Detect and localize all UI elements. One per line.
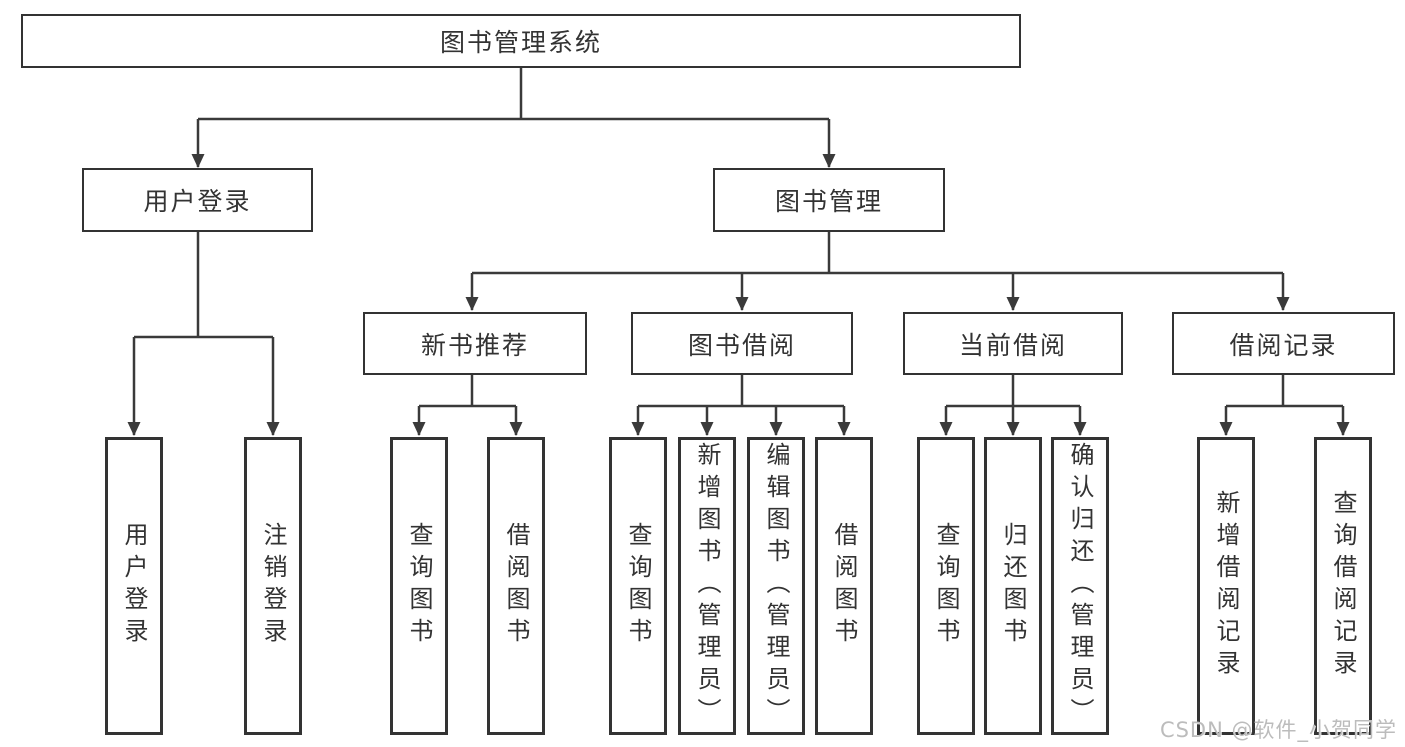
node-new-book-recommend: 新书推荐 xyxy=(363,312,587,375)
leaf-query-book-under-recommend: 查询图书 xyxy=(390,437,448,735)
leaf-borrow-book-under-recommend-label: 借阅图书 xyxy=(502,522,530,650)
leaf-user-login: 用户登录 xyxy=(105,437,163,735)
leaf-query-book-under-current: 查询图书 xyxy=(917,437,975,735)
connector-new-book-rec-to-leaves xyxy=(412,375,523,436)
leaf-user-login-label: 用户登录 xyxy=(120,522,148,650)
leaf-logout-login-label: 注销登录 xyxy=(259,522,287,650)
leaf-logout-login: 注销登录 xyxy=(244,437,302,735)
node-current-borrow: 当前借阅 xyxy=(903,312,1123,375)
leaf-add-book-admin-label: 新增图书（管理员） xyxy=(693,442,721,730)
leaf-query-book-under-current-label: 查询图书 xyxy=(932,522,960,650)
connector-book-borrow-to-leaves xyxy=(631,375,851,436)
leaf-confirm-return-admin: 确认归还（管理员） xyxy=(1051,437,1109,735)
leaf-confirm-return-admin-label: 确认归还（管理员） xyxy=(1066,442,1094,730)
leaf-edit-book-admin: 编辑图书（管理员） xyxy=(747,437,805,735)
node-book-borrow-label: 图书借阅 xyxy=(687,330,796,360)
leaf-query-borrow-record: 查询借阅记录 xyxy=(1314,437,1372,735)
node-book-management: 图书管理 xyxy=(713,168,945,232)
node-new-book-recommend-label: 新书推荐 xyxy=(420,330,529,360)
node-user-login: 用户登录 xyxy=(82,168,313,232)
node-borrow-records: 借阅记录 xyxy=(1172,312,1395,375)
node-book-borrow: 图书借阅 xyxy=(631,312,853,375)
leaf-query-book-under-recommend-label: 查询图书 xyxy=(405,522,433,650)
connector-user-login-to-leaves xyxy=(127,232,280,436)
leaf-query-book-under-borrow-label: 查询图书 xyxy=(624,522,652,650)
connector-current-borrow-to-leaves xyxy=(939,375,1087,436)
csdn-watermark: CSDN @软件_小贺同学 xyxy=(1159,718,1397,742)
leaf-query-book-under-borrow: 查询图书 xyxy=(609,437,667,735)
node-borrow-records-label: 借阅记录 xyxy=(1229,330,1338,360)
node-root: 图书管理系统 xyxy=(21,14,1021,68)
leaf-return-book-label: 归还图书 xyxy=(999,522,1027,650)
connector-borrow-records-to-leaves xyxy=(1219,375,1350,436)
leaf-edit-book-admin-label: 编辑图书（管理员） xyxy=(762,442,790,730)
leaf-return-book: 归还图书 xyxy=(984,437,1042,735)
leaf-add-book-admin: 新增图书（管理员） xyxy=(678,437,736,735)
leaf-borrow-book-under-borrow-label: 借阅图书 xyxy=(830,522,858,650)
connector-book-mgmt-to-level3 xyxy=(465,232,1290,311)
leaf-borrow-book-under-borrow: 借阅图书 xyxy=(815,437,873,735)
connector-root-to-level2 xyxy=(191,68,836,168)
node-book-management-label: 图书管理 xyxy=(774,187,883,216)
node-current-borrow-label: 当前借阅 xyxy=(958,330,1067,360)
node-root-label: 图书管理系统 xyxy=(439,28,602,57)
node-user-login-label: 用户登录 xyxy=(143,187,252,216)
leaf-query-borrow-record-label: 查询借阅记录 xyxy=(1329,490,1357,682)
leaf-add-borrow-record-label: 新增借阅记录 xyxy=(1212,490,1240,682)
leaf-borrow-book-under-recommend: 借阅图书 xyxy=(487,437,545,735)
leaf-add-borrow-record: 新增借阅记录 xyxy=(1197,437,1255,735)
